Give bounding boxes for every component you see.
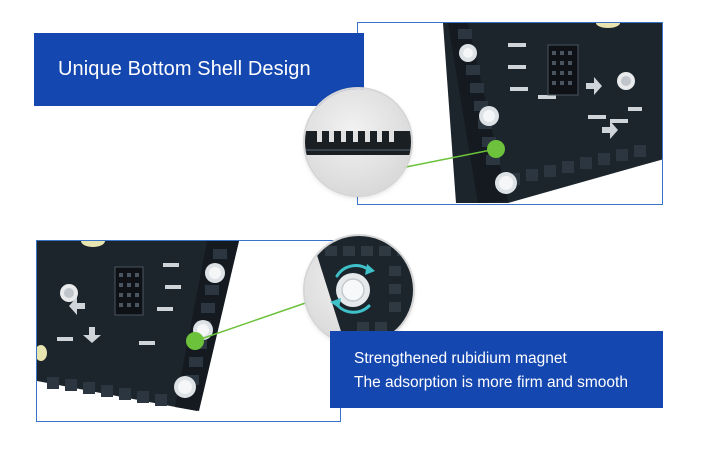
magnet-caption-line-1: Strengthened rubidium magnet bbox=[354, 350, 567, 367]
feature-title-banner: Unique Bottom Shell Design bbox=[34, 33, 364, 106]
led-module-photo-top bbox=[357, 22, 663, 205]
magnet-caption-banner: Strengthened rubidium magnet The adsorpt… bbox=[330, 331, 663, 408]
magnet-icon bbox=[336, 273, 370, 307]
bottom-shell-zoom bbox=[305, 89, 411, 195]
magnet-zoom bbox=[305, 236, 413, 344]
magnet-caption-line-2: The adsorption is more firm and smooth bbox=[354, 374, 628, 391]
led-module-photo-bottom bbox=[36, 240, 341, 422]
feature-title: Unique Bottom Shell Design bbox=[58, 58, 311, 80]
led-module-illustration-top bbox=[443, 23, 662, 203]
led-module-illustration-bottom bbox=[37, 241, 239, 411]
shell-teeth-icon bbox=[305, 131, 411, 155]
pointer-dot-bottom bbox=[186, 332, 204, 350]
pointer-dot-top bbox=[487, 140, 505, 158]
